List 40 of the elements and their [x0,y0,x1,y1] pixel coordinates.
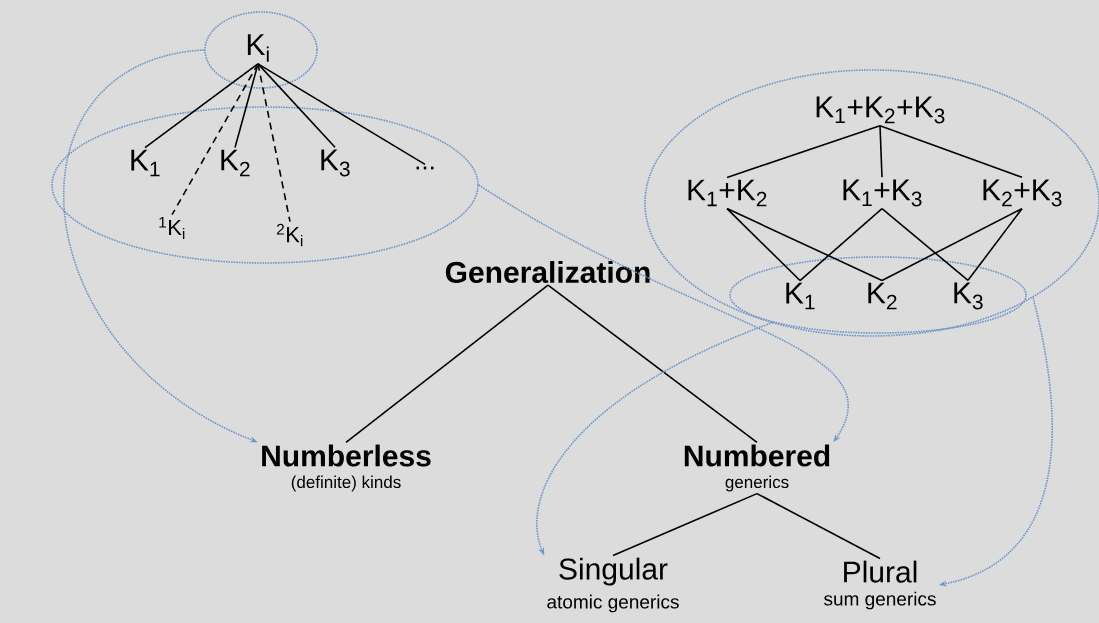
connector-line [799,207,883,282]
grouping-ellipse [204,11,318,89]
connector-line [171,63,259,216]
connector-line [257,63,291,223]
category-label: Generalization [445,261,650,283]
connector-line [881,207,1023,282]
kind-label: K$_{3}$ [321,149,350,177]
connector-line [726,207,801,282]
connector-line [547,284,758,444]
kind-label: K$_{i}$ [247,34,269,62]
sum-label: K$_{1}$+K$_{2}$ [688,179,767,207]
grouping-ellipse [729,256,1027,334]
connector-line [726,124,881,179]
sum-label: K$_{1}$+K$_{3}$ [843,179,922,207]
connector-line [726,207,883,282]
sum-label: K$_{1}$+K$_{2}$+K$_{3}$ [816,96,945,124]
kind-label: K$_{1}$ [786,282,815,310]
category-label: Singular atomic generics [547,557,679,613]
connector-line [881,207,969,282]
sum-label: K$_{2}$+K$_{3}$ [983,179,1062,207]
category-label: Numberless (definite) kinds [262,444,431,492]
kind-label: $^{1}$K$_{i}$ [159,216,185,240]
category-label: Numbered generics [684,444,830,492]
kind-label: K$_{2}$ [868,282,897,310]
connector-line [234,63,259,149]
connector-line [345,284,549,444]
connector-line [879,124,883,179]
connector-line [967,207,1023,282]
kind-label: K$_{1}$ [131,149,160,177]
category-label: Plural sum generics [824,560,936,610]
connector-line [879,124,1023,179]
connector-line [612,492,758,557]
ellipsis-label: ... [416,166,434,170]
connector-line [756,492,881,560]
connector-line [144,63,259,149]
kind-label: $^{2}$K$_{i}$ [276,223,303,247]
kind-label: K$_{3}$ [954,282,983,310]
connector-line [257,63,426,166]
connector-line [257,63,336,149]
kind-label: K$_{2}$ [221,149,250,177]
